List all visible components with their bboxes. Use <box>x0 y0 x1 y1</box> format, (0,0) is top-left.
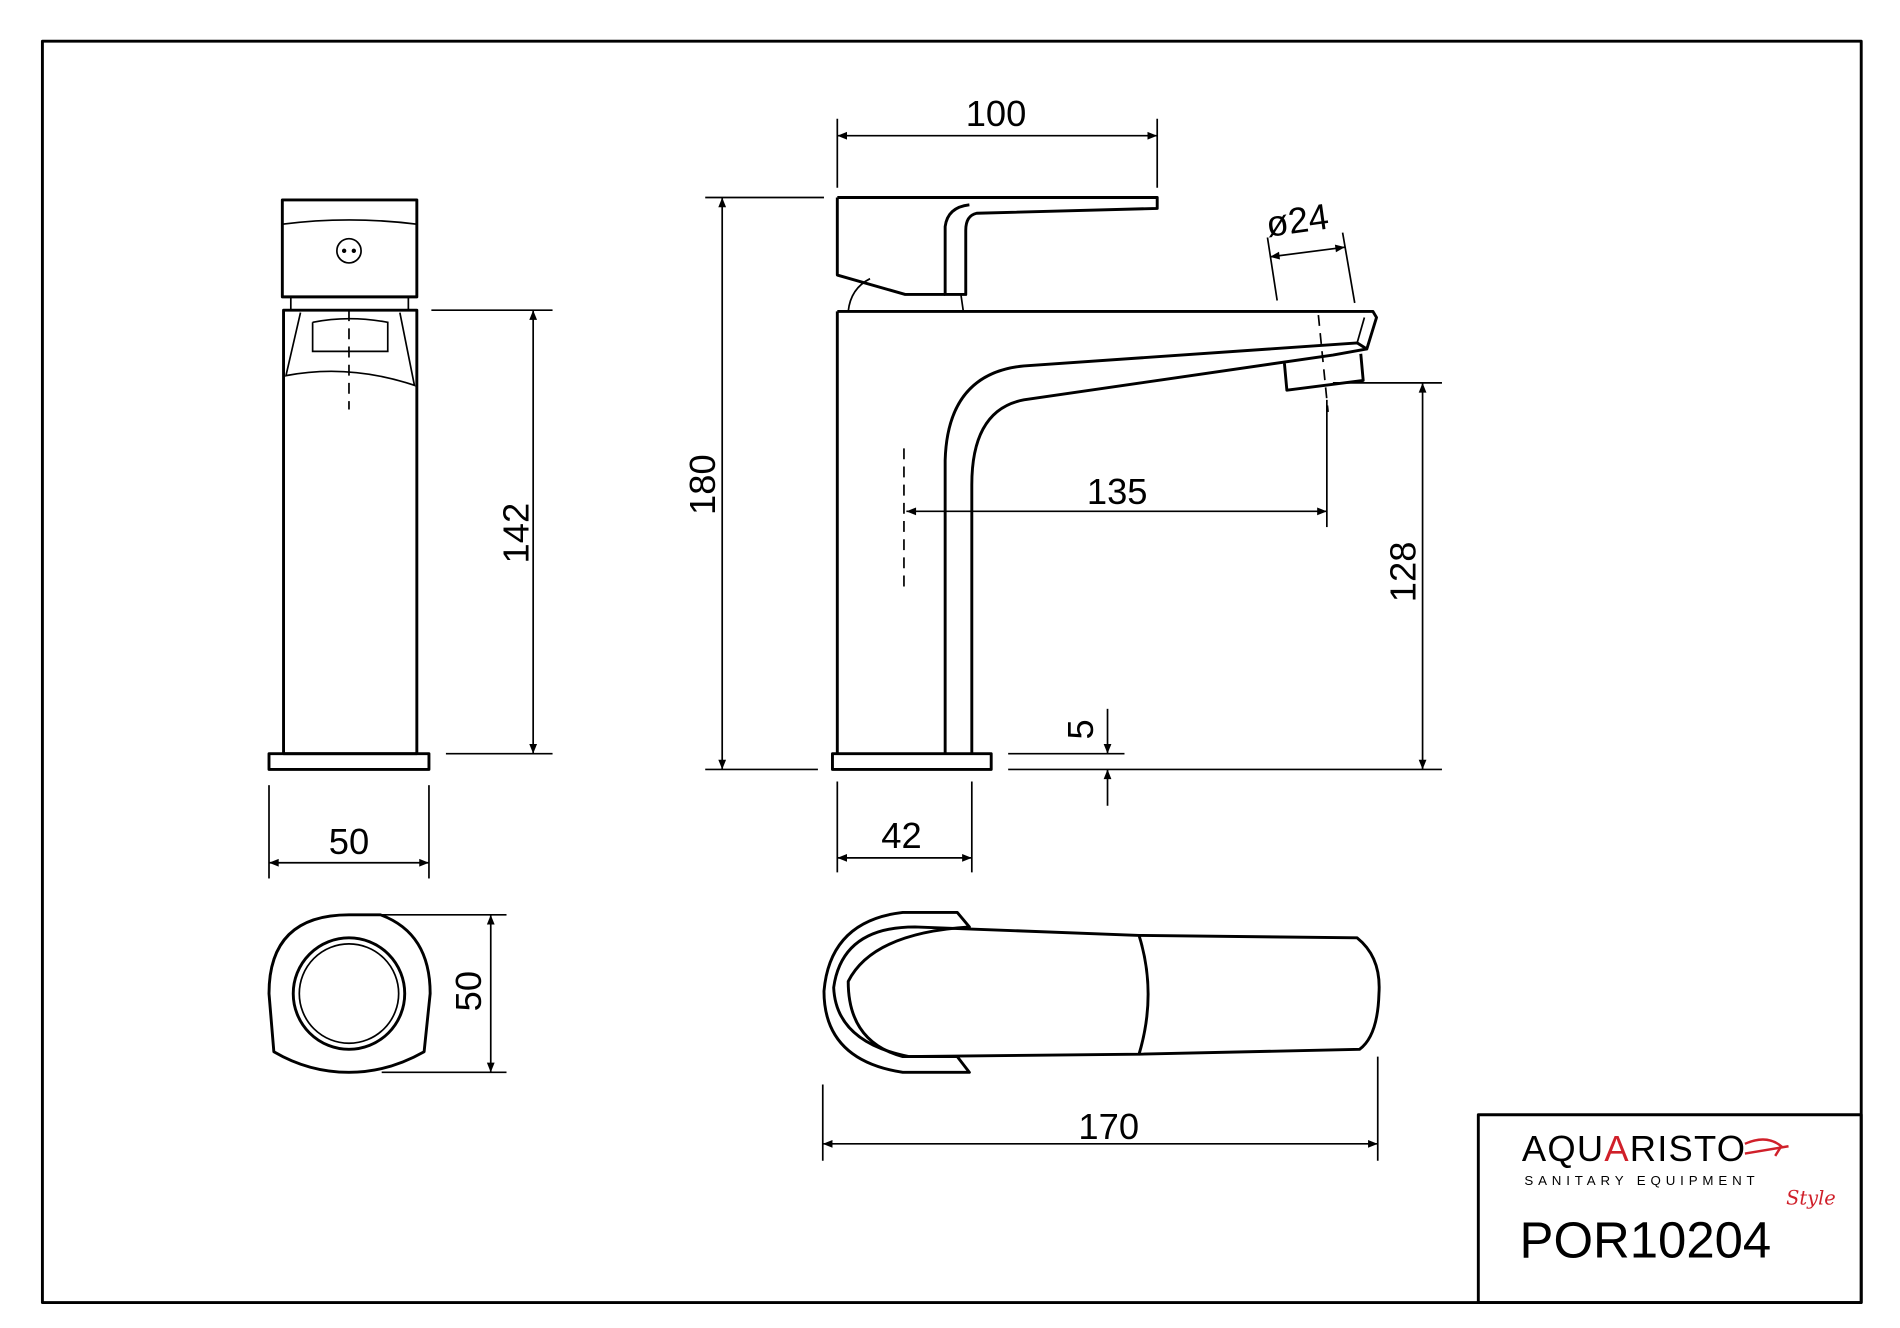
front-view: 100 180 ø24 135 128 5 42 <box>682 93 1442 873</box>
brand-tagline: SANITARY EQUIPMENT <box>1524 1173 1759 1188</box>
dim-42: 42 <box>881 815 921 856</box>
dim-diameter-24: ø24 <box>1263 196 1331 245</box>
brand-logo: AQUARISTO SANITARY EQUIPMENT Style <box>1522 1128 1836 1210</box>
dim-50-depth: 50 <box>448 971 489 1011</box>
drawing-frame <box>40 39 1863 1305</box>
dim-180: 180 <box>682 454 723 515</box>
dim-142: 142 <box>495 503 536 564</box>
brand-script: Style <box>1786 1186 1836 1209</box>
top-view-spout: 170 <box>821 910 1381 1161</box>
title-block: AQUARISTO SANITARY EQUIPMENT Style POR10… <box>1476 1113 1863 1305</box>
side-view: 142 50 <box>267 198 553 879</box>
dim-50-width: 50 <box>329 821 369 862</box>
brand-name: AQUARISTO <box>1522 1128 1746 1169</box>
dim-170: 170 <box>1078 1106 1139 1147</box>
product-code: POR10204 <box>1520 1212 1772 1269</box>
dim-100: 100 <box>966 93 1027 134</box>
dim-5: 5 <box>1060 719 1101 739</box>
dim-135: 135 <box>1087 471 1148 512</box>
dim-128: 128 <box>1382 542 1423 603</box>
top-view-base: 50 <box>267 913 507 1074</box>
